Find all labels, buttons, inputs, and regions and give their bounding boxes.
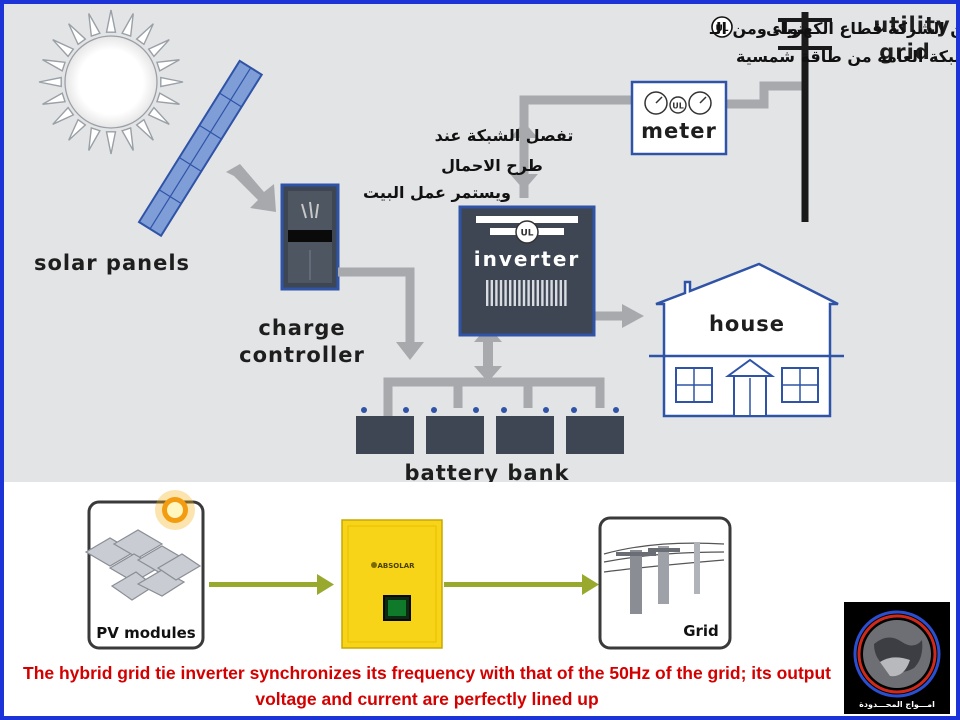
company-logo: امـــواج المحـــدودة bbox=[844, 602, 950, 714]
inverter-vent bbox=[486, 280, 489, 306]
meter-label: meter bbox=[641, 119, 717, 143]
sun-icon bbox=[38, 9, 184, 155]
inverter-label: inverter bbox=[474, 247, 581, 271]
charge-controller-label-line1: charge bbox=[258, 316, 345, 340]
inverter-vent bbox=[545, 280, 549, 306]
sun-ray bbox=[105, 131, 117, 155]
pv-modules-label: PV modules bbox=[96, 624, 195, 642]
sun-ray bbox=[135, 23, 154, 46]
sun-ray bbox=[42, 59, 66, 72]
logo-text: امـــواج المحـــدودة bbox=[859, 700, 935, 709]
inverter-vent bbox=[499, 280, 503, 306]
sun-ray bbox=[52, 39, 75, 58]
charge-controller-icon bbox=[280, 183, 340, 291]
inverter-note: تفصل الشبكة عند طرح الاحمال ويستمر عمل ا… bbox=[363, 126, 573, 202]
pv-modules-icon bbox=[84, 529, 202, 601]
inverter-icon: UL inverter bbox=[458, 205, 596, 337]
inverter-note-line2: طرح الاحمال bbox=[441, 156, 543, 175]
house-icon: house bbox=[649, 262, 844, 418]
inverter-brand-label: ABSOLAR bbox=[377, 562, 415, 570]
sun-ray bbox=[121, 13, 134, 37]
inverter-vent bbox=[495, 280, 498, 306]
meter-ul-mark: UL bbox=[672, 102, 684, 111]
battery-bank-label: battery bank bbox=[405, 461, 570, 482]
inverter-note-line1: تفصل الشبكة عند bbox=[435, 126, 574, 145]
battery-icon bbox=[496, 407, 554, 454]
inverter-note-line3: ويستمر عمل البيت bbox=[363, 183, 511, 202]
inverter-ul-mark: UL bbox=[520, 229, 533, 239]
pv-to-inverter-arrow bbox=[209, 574, 334, 595]
hybrid-inverter-icon: ABSOLAR bbox=[341, 519, 443, 649]
note-ul-mark: UL bbox=[715, 24, 728, 34]
sun-ray bbox=[160, 76, 184, 88]
utility-pole-icon bbox=[778, 12, 832, 222]
sun-ray bbox=[68, 118, 87, 141]
utility-grid-label-line1: utility bbox=[873, 13, 950, 37]
inverter-to-grid-arrow bbox=[444, 574, 599, 595]
system-diagram-panel: UL meter UL inverter bbox=[4, 4, 956, 485]
sun-ray bbox=[105, 9, 117, 33]
ul-mark-icon bbox=[711, 16, 733, 38]
grid-label: Grid bbox=[683, 622, 719, 640]
inverter-vent bbox=[504, 280, 507, 306]
inverter-vent bbox=[541, 280, 544, 306]
battery-icon bbox=[356, 407, 414, 454]
inverter-vent bbox=[559, 280, 562, 306]
meter-note-line2: عملية الفوترة وقراءة ما تم حقنة للشبكة ا… bbox=[736, 47, 956, 66]
pv-modules-card: PV modules bbox=[84, 490, 205, 650]
inverter-vent bbox=[536, 280, 539, 306]
house-label: house bbox=[709, 312, 785, 336]
utility-grid-label-line2: grid bbox=[879, 40, 931, 64]
inverter-vent bbox=[518, 280, 521, 306]
sun-ray bbox=[135, 118, 154, 141]
inverter-vent bbox=[490, 280, 493, 306]
battery-bank-icon bbox=[356, 407, 624, 454]
caption: The hybrid grid tie inverter synchronize… bbox=[23, 663, 831, 709]
sun-small-icon bbox=[155, 490, 195, 530]
sun-ray bbox=[88, 127, 101, 151]
meter-note: يتولى UL عداد ذكي يكون معتمدا من الشركة … bbox=[709, 16, 956, 66]
meter-note-end: يتولى bbox=[766, 19, 811, 38]
inverter-vent bbox=[513, 280, 516, 306]
sun-ray bbox=[147, 39, 170, 58]
sun-ray bbox=[121, 127, 134, 151]
charge-controller-label-line2: controller bbox=[239, 343, 365, 367]
power-lines-icon bbox=[603, 542, 725, 614]
grid-tie-diagram: PV modules ABSOLAR bbox=[84, 490, 732, 650]
solar-panels-label: solar panels bbox=[34, 251, 190, 275]
sun-ray bbox=[68, 23, 87, 46]
sun-ray bbox=[147, 106, 170, 125]
inverter-vent bbox=[527, 280, 530, 306]
sun-ray bbox=[42, 92, 66, 105]
meter-note-line1: عداد ذكي يكون معتمدا من الشركة قطاع الكه… bbox=[709, 19, 956, 39]
grid-card: Grid bbox=[598, 516, 732, 650]
battery-icon bbox=[426, 407, 484, 454]
sun-ray bbox=[52, 106, 75, 125]
sun-ray bbox=[88, 13, 101, 37]
inverter-vent bbox=[522, 280, 526, 306]
inverter-vent bbox=[564, 280, 567, 306]
sun-ray bbox=[156, 92, 180, 105]
inverter-vent bbox=[509, 280, 512, 306]
inverter-vent bbox=[550, 280, 553, 306]
solar-panel-icon bbox=[137, 59, 264, 238]
battery-icon bbox=[566, 407, 624, 454]
connector-lines bbox=[338, 81, 804, 436]
inverter-vent bbox=[532, 280, 535, 306]
sun-ray bbox=[38, 76, 62, 88]
panel-to-controller-arrow bbox=[226, 164, 276, 212]
system-diagram: UL meter UL inverter bbox=[34, 9, 956, 485]
sun-ray bbox=[156, 59, 180, 72]
inverter-vent bbox=[555, 280, 558, 306]
meter-icon: UL meter bbox=[630, 80, 728, 156]
